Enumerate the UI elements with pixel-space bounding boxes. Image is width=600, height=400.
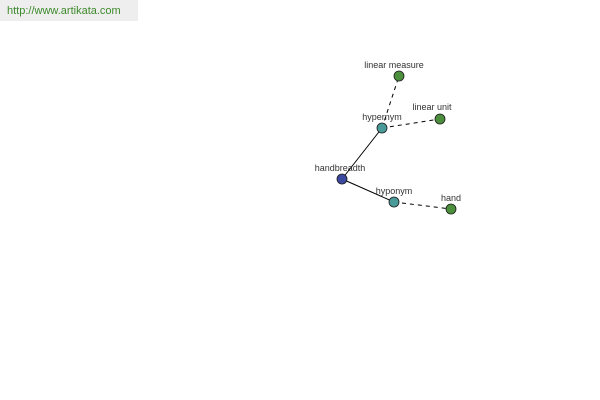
node-hand[interactable]	[445, 203, 457, 215]
edge-hyponym-hand	[393, 201, 452, 210]
node-label-hand: hand	[441, 193, 461, 203]
edge-hypernym-linear-measure	[381, 75, 400, 129]
node-linear-unit[interactable]	[434, 113, 446, 125]
node-label-linear-measure: linear measure	[364, 60, 424, 70]
edge-handbreadth-hypernym	[341, 127, 383, 180]
node-label-linear-unit: linear unit	[412, 102, 452, 112]
nodes-layer	[336, 70, 457, 215]
url-banner: http://www.artikata.com	[0, 0, 138, 21]
site-url-text: http://www.artikata.com	[7, 5, 121, 17]
node-label-handbreadth: handbreadth	[315, 163, 366, 173]
node-hypernym[interactable]	[376, 122, 388, 134]
node-hyponym[interactable]	[388, 196, 400, 208]
labels-layer: handbreadth hypernym hyponym linear measure…	[315, 60, 461, 203]
node-handbreadth[interactable]	[336, 173, 348, 185]
edge-handbreadth-hyponym	[341, 178, 395, 203]
node-label-hypernym: hypernym	[362, 112, 402, 122]
edge-hypernym-linear-unit	[381, 118, 441, 129]
node-linear-measure[interactable]	[393, 70, 405, 82]
edges-layer	[341, 75, 452, 210]
node-label-hyponym: hyponym	[376, 186, 413, 196]
